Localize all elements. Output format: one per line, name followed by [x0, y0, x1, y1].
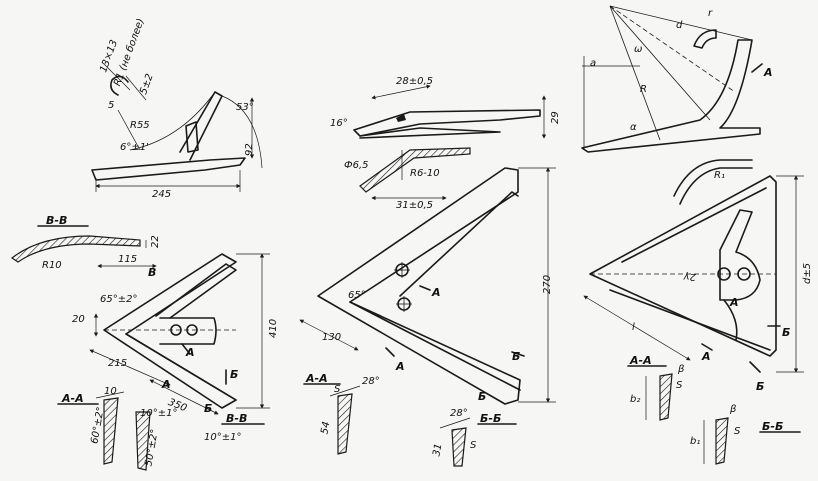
right-side-view: [581, 5, 763, 205]
dim-phi65: Ф6,5: [344, 160, 369, 171]
cut-label-a1: А: [185, 346, 195, 359]
radius-r6: R6-10: [410, 168, 440, 179]
label-alpha: α: [630, 122, 637, 133]
angle-28b: 28°: [450, 408, 468, 419]
right-plan-view: [583, 175, 804, 373]
dim-d-pm5: d±5: [802, 263, 813, 284]
label-b1: b₁: [690, 436, 700, 447]
dim-r55: R55: [130, 120, 150, 131]
dim-5: 5: [108, 100, 114, 111]
label-b2: b₂: [630, 394, 640, 405]
cut-label-a6: А: [729, 296, 739, 309]
label-r: r: [708, 8, 713, 19]
cut-label-b2: Б: [204, 402, 212, 415]
section-v-v: [10, 225, 147, 263]
cut-label-b5: Б: [782, 326, 790, 339]
section-label-aa1: А-А: [61, 392, 84, 405]
cut-label-b3: Б: [512, 350, 520, 363]
section-label-aa3: А-А: [629, 354, 652, 367]
label-a: a: [590, 58, 596, 69]
section-label-aa2: А-А: [305, 372, 328, 385]
dim-r1: R1 (не более): [111, 17, 147, 88]
thickness-s1: S: [334, 384, 341, 395]
dim-31: 31±0,5: [396, 200, 433, 211]
right-sections: [627, 365, 801, 465]
angle-2gamma: 2γ: [683, 271, 696, 282]
angle-65-left: 65°±2°: [100, 294, 137, 305]
dim-28: 28±0,5: [396, 76, 433, 87]
dim-270: 270: [542, 275, 553, 294]
left-sections: [57, 391, 265, 471]
label-l: l: [632, 322, 635, 333]
dim-22: 22: [150, 235, 161, 248]
thickness-s2: S: [470, 440, 477, 451]
cut-label-v: В: [148, 266, 156, 279]
dim-31b: 31: [431, 443, 444, 457]
cut-label-a5: А: [763, 66, 773, 79]
dim-92: 92: [244, 143, 255, 156]
section-label-vv2: В-В: [226, 412, 247, 425]
label-R: R: [640, 84, 647, 95]
cut-label-a3: А: [431, 286, 441, 299]
dim-130: 130: [322, 332, 341, 343]
section-label-vv: В-В: [46, 214, 67, 227]
radius-r10: R10: [42, 260, 62, 271]
cut-label-a2: А: [161, 378, 171, 391]
thickness-s3: S: [676, 380, 683, 391]
angle-16: 16°: [330, 118, 348, 129]
section-label-bb3: Б-Б: [480, 412, 501, 425]
angle-53: 53°: [236, 102, 254, 113]
cut-label-a4: А: [395, 360, 405, 373]
angle-28: 28°: [362, 376, 380, 387]
dim-115: 115: [118, 254, 137, 265]
section-label-bb4: Б-Б: [762, 420, 783, 433]
cut-label-b6: Б: [756, 380, 764, 393]
middle-sections: [303, 383, 517, 467]
dim-5pm2: 5±2: [138, 72, 156, 96]
left-side-view: [91, 61, 263, 192]
angle-65-mid: 65°: [348, 290, 366, 301]
label-R1: R₁: [714, 170, 725, 181]
middle-plan-view: [299, 167, 556, 405]
dim-29: 29: [550, 111, 561, 124]
thickness-s4: S: [734, 426, 741, 437]
dim-10: 10: [104, 386, 117, 397]
cut-label-a7: А: [701, 350, 711, 363]
angle-10-a: 10°±1°: [140, 408, 177, 419]
angle-6: 6°±1': [120, 142, 149, 153]
middle-side-view: [353, 84, 547, 201]
dim-410: 410: [268, 319, 279, 338]
dim-20: 20: [72, 314, 85, 325]
label-beta1: β: [677, 364, 685, 375]
label-d: d: [676, 20, 683, 31]
angle-10-b: 10°±1°: [204, 432, 241, 443]
cut-label-b4: Б: [478, 390, 486, 403]
label-beta2: β: [729, 404, 737, 415]
dim-245: 245: [152, 189, 171, 200]
dim-215: 215: [108, 358, 127, 369]
left-plan-view: [89, 253, 270, 415]
label-omega: ω: [634, 44, 642, 55]
dim-54: 54: [319, 421, 332, 435]
cut-label-b1: Б: [230, 368, 238, 381]
